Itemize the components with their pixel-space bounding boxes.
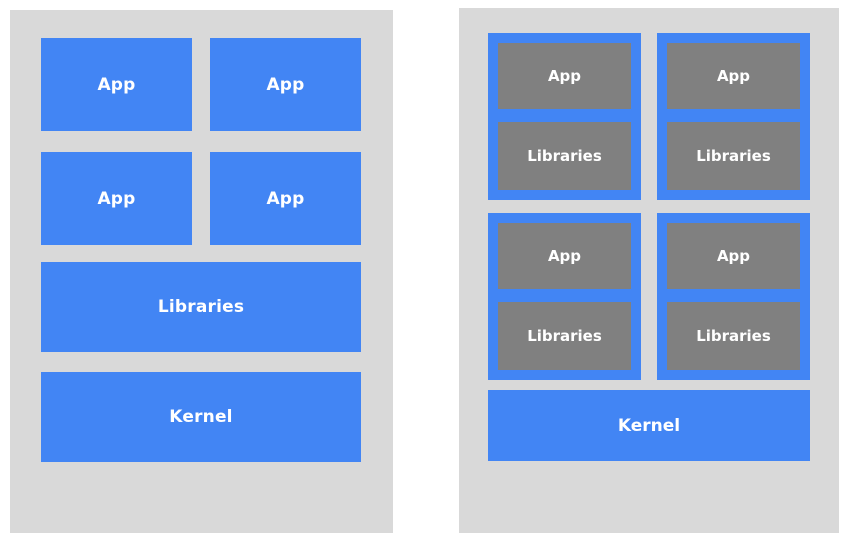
container-shell: App Libraries	[657, 33, 810, 200]
app-box: App	[41, 152, 192, 245]
app-box: App	[667, 43, 800, 109]
container-shell: App Libraries	[488, 33, 641, 200]
kernel-box: Kernel	[488, 390, 810, 461]
container-shell: App Libraries	[657, 213, 810, 380]
libraries-box: Libraries	[498, 302, 631, 370]
libraries-box: Libraries	[498, 122, 631, 190]
app-box: App	[498, 223, 631, 289]
containerized-stack-panel: App Libraries App Libraries App Librarie…	[459, 8, 839, 533]
app-box: App	[210, 152, 361, 245]
kernel-box: Kernel	[41, 372, 361, 462]
app-box: App	[498, 43, 631, 109]
libraries-box: Libraries	[41, 262, 361, 352]
traditional-stack-panel: App App App App Libraries Kernel	[10, 10, 393, 533]
app-box: App	[667, 223, 800, 289]
libraries-box: Libraries	[667, 302, 800, 370]
libraries-box: Libraries	[667, 122, 800, 190]
app-box: App	[41, 38, 192, 131]
container-shell: App Libraries	[488, 213, 641, 380]
app-box: App	[210, 38, 361, 131]
